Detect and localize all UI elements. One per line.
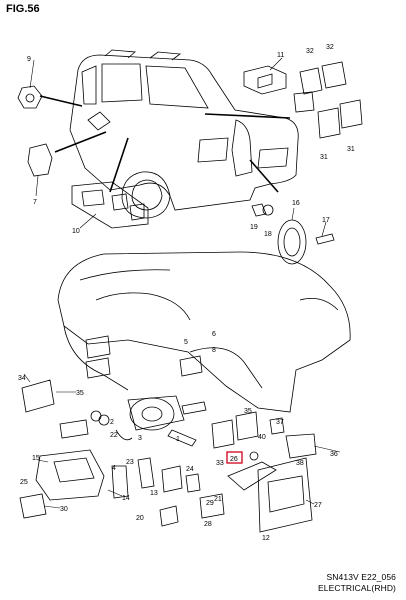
callout-19: 19 [250, 224, 258, 231]
callout-31a: 31 [320, 154, 328, 161]
callout-31b: 31 [347, 146, 355, 153]
figure-title: FIG.56 [6, 3, 40, 15]
callout-leader-lines [23, 57, 341, 509]
vehicle-leader-lines [39, 95, 291, 193]
callout-5: 5 [184, 339, 188, 346]
callout-6: 6 [212, 331, 216, 338]
right-relays [211, 411, 317, 533]
callout-33: 33 [216, 460, 224, 467]
callout-32a: 32 [306, 48, 314, 55]
callout-21: 21 [214, 496, 222, 503]
callout-18: 18 [264, 231, 272, 238]
left-modules [19, 335, 225, 527]
dashboard-outline [57, 251, 351, 413]
callout-4: 4 [112, 465, 116, 472]
callout-8: 8 [212, 347, 216, 354]
callout-14: 14 [122, 495, 130, 502]
callout-7: 7 [33, 199, 37, 206]
highlight-box [226, 451, 243, 464]
callout-labels: 9 7 10 11 32 32 31 31 19 18 16 17 5 6 34… [18, 44, 355, 542]
relay-cluster [243, 61, 363, 139]
combination-switch [59, 395, 207, 447]
diagram-section-label: ELECTRICAL(RHD) [317, 583, 396, 593]
callout-13: 13 [150, 490, 158, 497]
callout-12: 12 [262, 535, 270, 542]
door-trim-parts [17, 85, 53, 177]
callout-35a: 35 [76, 390, 84, 397]
callout-36: 36 [330, 451, 338, 458]
callout-9: 9 [27, 56, 31, 63]
callout-3: 3 [138, 435, 142, 442]
callout-30: 30 [60, 506, 68, 513]
callout-29: 29 [206, 500, 214, 507]
callout-40: 40 [258, 434, 266, 441]
callout-10: 10 [72, 228, 80, 235]
callout-24: 24 [186, 466, 194, 473]
callout-26: 26 [230, 456, 238, 463]
callout-11: 11 [277, 52, 284, 59]
callout-20: 20 [136, 515, 144, 522]
callout-2: 2 [110, 419, 114, 426]
callout-37: 37 [276, 419, 284, 426]
callout-22: 22 [110, 432, 118, 439]
callout-23: 23 [126, 459, 134, 466]
callout-38: 38 [296, 460, 304, 467]
window-switch-assembly [71, 181, 149, 229]
callout-28: 28 [204, 521, 212, 528]
callout-15: 15 [32, 455, 40, 462]
callout-16: 16 [292, 200, 300, 207]
callout-35b: 35 [244, 408, 252, 415]
callout-1: 1 [176, 436, 180, 443]
callout-25: 25 [20, 479, 28, 486]
vehicle-outline [69, 49, 299, 219]
callout-34: 34 [18, 375, 26, 382]
callout-27: 27 [314, 502, 322, 509]
callout-17: 17 [322, 217, 330, 224]
callout-32b: 32 [326, 44, 334, 51]
diagram-code: SN413V E22_056 [326, 572, 396, 582]
